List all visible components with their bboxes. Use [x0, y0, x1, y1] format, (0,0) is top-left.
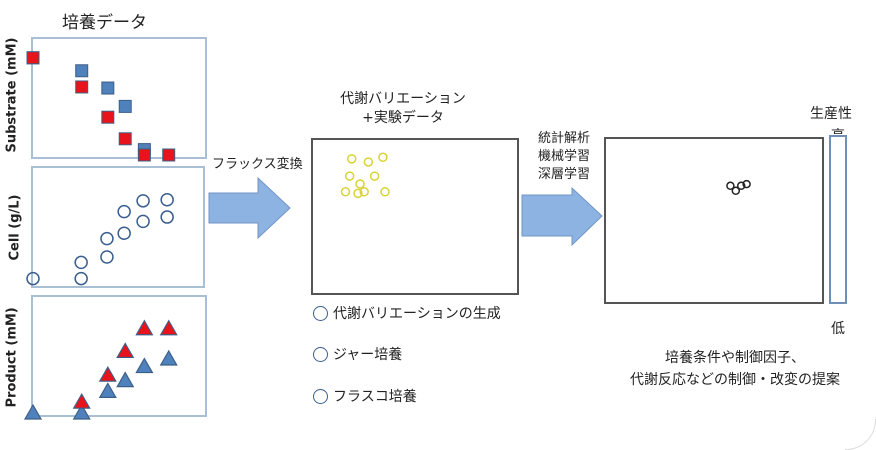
scatter-point [355, 179, 365, 189]
legend-label: フラスコ培養 [333, 389, 417, 405]
square-marker-red [26, 51, 40, 65]
square-marker-blue [75, 64, 89, 78]
productivity-title: 生産性 [810, 106, 852, 122]
triangle-marker-blue [23, 403, 43, 420]
legend-label: ジャー培養 [333, 347, 403, 363]
scatter-point [363, 157, 374, 167]
legend-item-flask: フラスコ培養 [313, 386, 417, 406]
triangle-marker-red [159, 319, 178, 336]
circle-marker [117, 204, 131, 219]
scatter-point [736, 181, 746, 191]
circle-marker [100, 250, 114, 264]
cell-markers [26, 193, 174, 286]
result-plot [604, 137, 824, 304]
scatter-point [380, 187, 390, 197]
product-axis-label: Product (mM) [4, 307, 20, 408]
square-marker-red [162, 148, 176, 162]
circle-marker [160, 193, 174, 207]
substrate-axis-label: Substrate (mM) [4, 37, 20, 153]
circle-marker [100, 231, 114, 246]
scatter-point [726, 181, 735, 191]
triangle-marker-blue [98, 382, 117, 399]
variation-plot [311, 138, 519, 295]
scatter-point [346, 154, 357, 164]
circle-marker [26, 271, 40, 286]
substrate-markers [26, 51, 176, 162]
culture-data-title: 培養データ [62, 13, 147, 33]
scatter-point [359, 187, 369, 197]
triangle-marker-blue [72, 403, 91, 420]
scatter-point [731, 186, 741, 196]
substrate-plot [26, 37, 207, 162]
scatter-point [344, 171, 355, 181]
scatter-point [353, 188, 363, 199]
square-marker-red [118, 132, 132, 146]
scatter-point [742, 179, 751, 189]
cell-axis-label: Cell (g/L) [7, 194, 23, 261]
legend-item-jar: ジャー培養 [313, 344, 402, 364]
square-marker-red [137, 148, 151, 162]
analysis-label-1: 統計解析 [537, 131, 590, 146]
circle-marker [136, 194, 150, 208]
flux-arrow [208, 176, 291, 240]
analysis-label-2: 機械学習 [537, 149, 590, 164]
circle-marker [74, 255, 88, 270]
triangle-marker-red [72, 392, 91, 409]
page-corner [845, 419, 876, 450]
product-plot [23, 295, 207, 420]
legend-item-variation: 代謝バリエーションの生成 [313, 303, 501, 323]
flux-conversion-label: フラックス変換 [212, 157, 303, 172]
circle-marker [160, 210, 174, 224]
proposal-line1: 培養条件や制御因子、 [665, 350, 805, 366]
variation-title-line1: 代謝バリエーション [340, 91, 466, 107]
legend-circle-icon [313, 346, 328, 362]
triangle-marker-red [116, 342, 135, 359]
triangle-marker-blue [159, 349, 178, 366]
square-marker-blue [118, 99, 132, 113]
scatter-point [340, 187, 351, 197]
scatter-point [369, 171, 380, 181]
scatter-point [378, 152, 388, 163]
triangle-marker-blue [116, 371, 135, 388]
analysis-label-3: 深層学習 [537, 167, 590, 182]
product-markers [23, 319, 178, 420]
legend-circle-icon [313, 305, 328, 321]
square-marker-red [101, 110, 115, 124]
circle-marker [117, 226, 131, 240]
circle-marker [74, 271, 88, 286]
productivity-scale-bar [829, 135, 847, 304]
legend-label: 代謝バリエーションの生成 [333, 306, 501, 322]
triangle-marker-blue [135, 357, 154, 374]
cell-plot [26, 166, 205, 288]
productivity-low: 低 [831, 321, 845, 337]
variation-markers [340, 152, 390, 199]
legend-circle-icon [313, 388, 328, 404]
square-marker-red [75, 80, 89, 94]
analysis-arrow [521, 186, 603, 247]
result-markers [726, 179, 751, 196]
variation-title-line2: +実験データ [362, 110, 444, 126]
triangle-marker-red [135, 319, 154, 336]
triangle-marker-red [98, 365, 117, 382]
circle-marker [136, 214, 150, 229]
square-marker-blue [101, 81, 115, 95]
proposal-line2: 代謝反応などの制御・改変の提案 [630, 372, 840, 388]
